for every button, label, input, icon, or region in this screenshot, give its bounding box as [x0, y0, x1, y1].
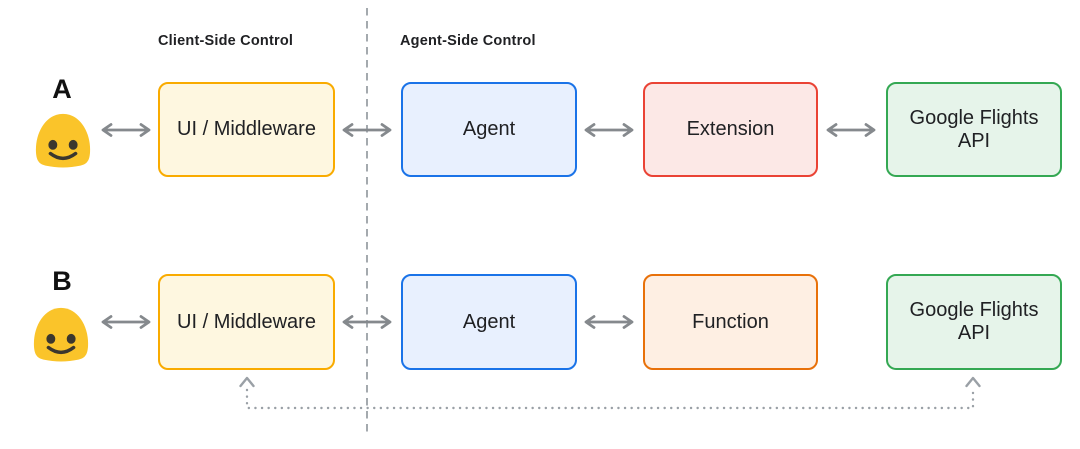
up-arrow-icon	[239, 376, 255, 388]
box-b-google-flights-api: Google Flights API	[886, 274, 1062, 370]
double-arrow-icon	[101, 315, 151, 329]
user-smiley-icon	[35, 113, 91, 168]
box-a-ui-middleware: UI / Middleware	[158, 82, 335, 177]
dotted-return-connector	[239, 376, 981, 410]
double-arrow-icon	[826, 123, 876, 137]
box-label: Agent	[462, 310, 516, 333]
user-smiley-icon	[33, 307, 89, 362]
client-side-control-label: Client-Side Control	[158, 33, 294, 49]
up-arrow-icon	[965, 376, 981, 388]
box-label: Extension	[686, 118, 775, 140]
row-a-label: A	[52, 74, 72, 104]
box-label: UI / Middleware	[177, 118, 316, 140]
double-arrow-icon	[342, 123, 392, 137]
box-label: Agent	[462, 118, 516, 140]
box-b-ui-middleware: UI / Middleware	[158, 274, 335, 370]
double-arrow-icon	[101, 123, 151, 137]
box-label: Google Flights API	[909, 106, 1039, 152]
double-arrow-icon	[584, 123, 634, 137]
box-a-extension: Extension	[643, 82, 818, 177]
row-b-label: B	[52, 266, 72, 296]
double-arrow-icon	[584, 315, 634, 329]
box-a-google-flights-api: Google Flights API	[886, 82, 1062, 177]
box-label: Function	[692, 310, 769, 333]
box-b-agent: Agent	[401, 274, 577, 370]
double-arrow-icon	[342, 315, 392, 329]
box-label: Google Flights API	[909, 299, 1039, 344]
agent-side-control-label: Agent-Side Control	[400, 33, 536, 49]
box-a-agent: Agent	[401, 82, 577, 177]
box-b-function: Function	[643, 274, 818, 370]
box-label: UI / Middleware	[177, 310, 316, 333]
